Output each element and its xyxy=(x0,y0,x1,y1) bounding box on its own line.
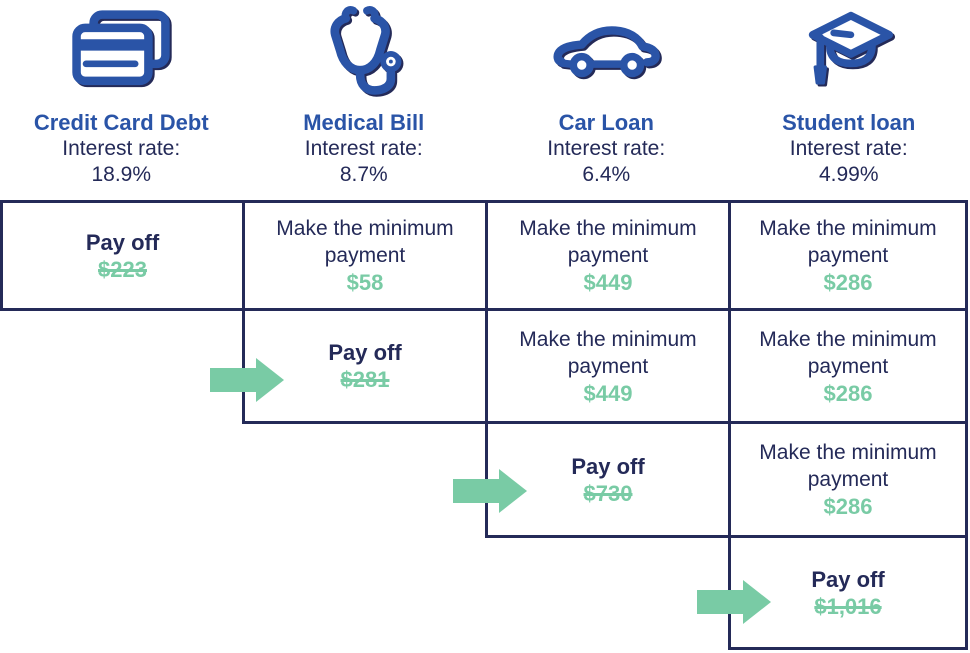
grid-cell-minimum: Make the minimum payment $286 xyxy=(731,311,965,421)
grid-cell-payoff: Pay off $1,016 xyxy=(731,538,965,647)
interest-rate-label: Interest rate: xyxy=(304,137,423,160)
interest-rate-value: 18.9% xyxy=(91,163,152,186)
grid-cell-minimum: Make the minimum payment $286 xyxy=(731,203,965,308)
grid-cell-minimum: Make the minimum payment $58 xyxy=(245,203,485,308)
table-border-line xyxy=(242,200,245,424)
interest-rate-value: 6.4% xyxy=(582,163,631,186)
interest-rate-label: Interest rate: xyxy=(547,137,666,160)
interest-rate-value: 4.99% xyxy=(818,163,879,186)
column-title: Credit Card Debt xyxy=(33,110,209,135)
debt-columns-header: Credit Card Debt Interest rate: 18.9% Me… xyxy=(0,0,970,200)
cell-action-label: Pay off xyxy=(811,566,885,592)
cell-amount: $223 xyxy=(98,256,147,282)
table-border-line xyxy=(242,421,968,424)
cell-action-label: Make the minimum payment xyxy=(759,441,937,491)
table-border-line xyxy=(728,200,731,650)
grid-cell-payoff: Pay off $730 xyxy=(488,424,728,535)
column-title: Student loan xyxy=(782,110,916,135)
grid-cell-minimum: Make the minimum payment $449 xyxy=(488,203,728,308)
column-title: Car Loan xyxy=(558,110,654,135)
debt-column-student-loan: Student loan Interest rate: 4.99% xyxy=(728,0,970,200)
payoff-step-arrow-icon xyxy=(697,580,771,624)
cell-amount: $730 xyxy=(583,480,633,506)
cell-action-label: Make the minimum payment xyxy=(519,327,697,378)
cell-amount: $1,016 xyxy=(814,593,882,619)
grid-cell-minimum: Make the minimum payment $286 xyxy=(731,424,965,535)
stethoscope-icon xyxy=(316,0,412,104)
cell-amount: $286 xyxy=(823,380,873,406)
payoff-step-arrow-icon xyxy=(453,469,527,513)
cell-action-label: Pay off xyxy=(328,340,402,365)
interest-rate-label: Interest rate: xyxy=(789,137,908,160)
debt-column-medical-bill: Medical Bill Interest rate: 8.7% xyxy=(243,0,486,200)
credit-card-icon xyxy=(69,0,173,104)
interest-rate-value: 8.7% xyxy=(339,163,388,186)
interest-rate-label: Interest rate: xyxy=(62,137,181,160)
table-border-line xyxy=(0,200,3,311)
grid-cell-minimum: Make the minimum payment $449 xyxy=(488,311,728,421)
cell-action-label: Make the minimum payment xyxy=(276,217,454,267)
cell-amount: $449 xyxy=(583,380,633,406)
cell-action-label: Pay off xyxy=(85,229,160,255)
cell-amount: $449 xyxy=(583,270,633,295)
grid-cell-payoff: Pay off $223 xyxy=(3,203,242,308)
cell-action-label: Make the minimum payment xyxy=(519,217,697,267)
cell-amount: $286 xyxy=(823,270,873,295)
cell-action-label: Make the minimum payment xyxy=(759,327,937,378)
table-border-line xyxy=(485,200,488,538)
table-border-line xyxy=(0,200,968,203)
cell-action-label: Make the minimum payment xyxy=(759,217,937,267)
table-border-line xyxy=(965,200,968,650)
debt-column-car-loan: Car Loan Interest rate: 6.4% xyxy=(485,0,728,200)
debt-column-credit-card: Credit Card Debt Interest rate: 18.9% xyxy=(0,0,243,200)
graduation-cap-icon xyxy=(799,0,899,104)
grid-cell-payoff: Pay off $281 xyxy=(245,311,485,421)
column-title: Medical Bill xyxy=(303,110,425,135)
cell-amount: $281 xyxy=(340,367,390,392)
table-border-line xyxy=(0,308,968,311)
table-border-line xyxy=(485,535,968,538)
car-icon xyxy=(550,0,662,104)
cell-amount: $58 xyxy=(346,270,384,295)
cell-amount: $286 xyxy=(823,494,873,519)
cell-action-label: Pay off xyxy=(571,453,645,479)
payoff-step-arrow-icon xyxy=(210,358,284,402)
table-border-line xyxy=(728,647,968,650)
